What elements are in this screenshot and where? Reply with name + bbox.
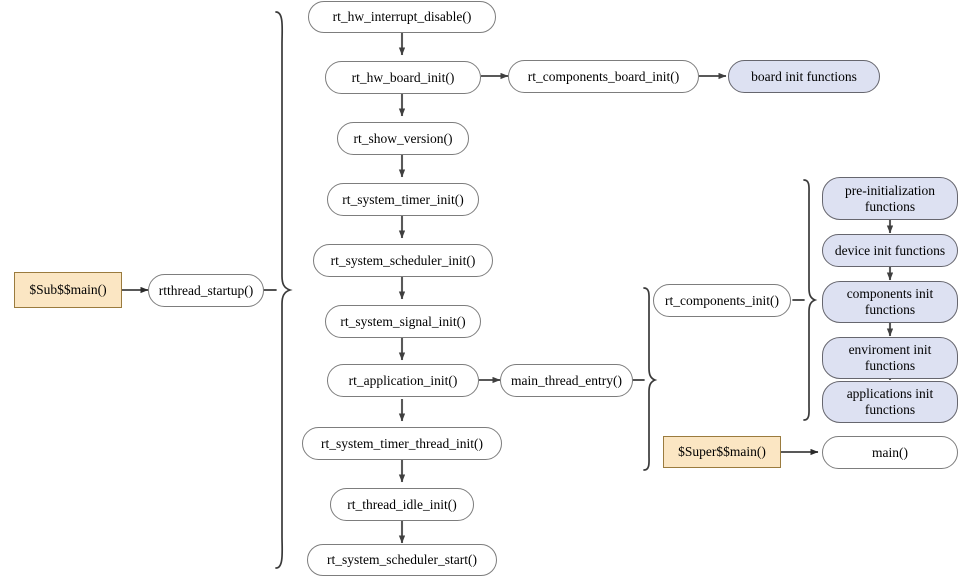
node-applications-init-functions[interactable]: applications init functions — [822, 381, 958, 423]
node-components-init-functions[interactable]: components init functions — [822, 281, 958, 323]
node-rt-hw-board-init[interactable]: rt_hw_board_init() — [325, 61, 481, 94]
brace-main-column — [275, 11, 293, 569]
node-rt-thread-idle-init[interactable]: rt_thread_idle_init() — [330, 488, 474, 521]
brace-components-column — [803, 179, 818, 421]
node-rt-system-scheduler-start[interactable]: rt_system_scheduler_start() — [307, 544, 497, 576]
node-device-init-functions[interactable]: device init functions — [822, 234, 958, 267]
node-sub-main[interactable]: $Sub$$main() — [14, 272, 122, 308]
node-rtthread-startup[interactable]: rtthread_startup() — [148, 274, 264, 307]
node-rt-system-timer-init[interactable]: rt_system_timer_init() — [327, 183, 479, 216]
node-rt-show-version[interactable]: rt_show_version() — [337, 122, 469, 155]
node-rt-components-init[interactable]: rt_components_init() — [653, 284, 791, 317]
node-rt-system-timer-thread-init[interactable]: rt_system_timer_thread_init() — [302, 427, 502, 460]
node-rt-system-scheduler-init[interactable]: rt_system_scheduler_init() — [313, 244, 493, 277]
node-main[interactable]: main() — [822, 436, 958, 469]
node-rt-hw-interrupt-disable[interactable]: rt_hw_interrupt_disable() — [308, 1, 496, 33]
node-main-thread-entry[interactable]: main_thread_entry() — [500, 364, 633, 397]
brace-entry-column — [643, 287, 658, 471]
node-enviroment-init-functions[interactable]: enviroment init functions — [822, 337, 958, 379]
node-rt-components-board-init[interactable]: rt_components_board_init() — [508, 60, 699, 93]
node-board-init-functions[interactable]: board init functions — [728, 60, 880, 93]
node-pre-initialization-functions[interactable]: pre-initialization functions — [822, 177, 958, 220]
node-rt-system-signal-init[interactable]: rt_system_signal_init() — [325, 305, 481, 338]
node-super-main[interactable]: $Super$$main() — [663, 436, 781, 468]
node-rt-application-init[interactable]: rt_application_init() — [327, 364, 479, 397]
